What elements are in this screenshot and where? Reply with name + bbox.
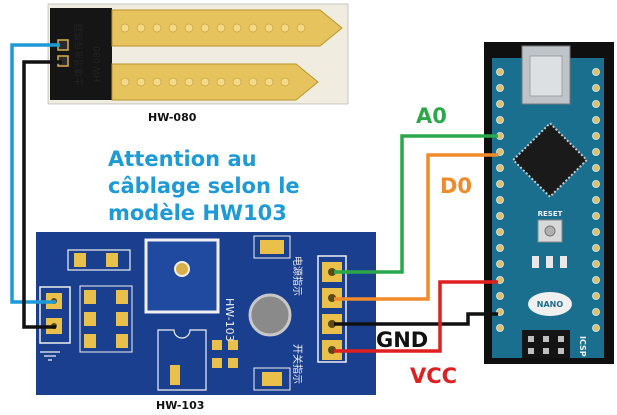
probe-pad <box>248 23 258 33</box>
probe-pad <box>152 77 162 87</box>
nano-pin <box>496 228 504 236</box>
nano-pin <box>496 324 504 332</box>
arduino-nano: RESET NANO ICSP <box>484 42 614 364</box>
probe-tine-top <box>111 9 343 47</box>
wire-probe-blue <box>10 43 60 304</box>
hw080-probe: 土壤湿度传感器 HW-080 <box>47 3 349 105</box>
nano-pin <box>496 308 504 316</box>
probe-pad <box>216 23 226 33</box>
probe-pad <box>184 23 194 33</box>
nano-pin <box>496 100 504 108</box>
mounting-hole <box>248 293 292 337</box>
nano-pin <box>592 180 600 188</box>
nano-pin <box>496 68 504 76</box>
probe-pad <box>168 77 178 87</box>
probe-pad <box>184 77 194 87</box>
probe-pad <box>136 23 146 33</box>
probe-pad <box>232 77 242 87</box>
nano-pin <box>496 180 504 188</box>
nano-pin <box>496 196 504 204</box>
nano-pin <box>496 84 504 92</box>
label-d0: D0 <box>440 174 473 198</box>
probe-pad <box>296 23 306 33</box>
nano-pin <box>592 276 600 284</box>
label-vcc: VCC <box>410 364 458 388</box>
warning-note: Attention au câblage selon le modèle HW1… <box>108 146 300 227</box>
nano-pin <box>496 276 504 284</box>
nano-pin <box>496 164 504 172</box>
module-caption: HW-103 <box>156 399 205 412</box>
probe-pad <box>248 77 258 87</box>
module-chinese-label-2: 开关指示 <box>291 344 304 384</box>
nano-logo <box>528 292 572 316</box>
nano-pin <box>592 164 600 172</box>
probe-pad <box>120 23 130 33</box>
probe-chinese-label: 土壤湿度传感器 <box>73 23 85 86</box>
nano-logo-text: NANO <box>537 300 564 309</box>
probe-pad <box>216 77 226 87</box>
nano-pin <box>592 260 600 268</box>
nano-pin <box>496 292 504 300</box>
wire-d0 <box>334 153 498 301</box>
nano-pin <box>496 212 504 220</box>
wire-vcc <box>334 280 498 353</box>
probe-pad <box>120 77 130 87</box>
probe-pad <box>280 23 290 33</box>
probe-header <box>50 8 112 100</box>
warning-note-line-3: modèle HW103 <box>108 201 287 225</box>
nano-pin <box>592 308 600 316</box>
warning-note-line-2: câblage selon le <box>108 174 300 198</box>
nano-pin <box>592 116 600 124</box>
warning-note-line-1: Attention au <box>108 147 257 171</box>
probe-pad <box>200 77 210 87</box>
label-a0: A0 <box>416 104 447 128</box>
probe-pad <box>280 77 290 87</box>
nano-pin <box>592 196 600 204</box>
nano-pin <box>592 212 600 220</box>
nano-pin <box>592 324 600 332</box>
nano-pin <box>592 244 600 252</box>
hw103-module: HW-103 电源指示 开关指示 <box>36 232 376 395</box>
probe-pad <box>232 23 242 33</box>
wire-a0 <box>334 134 498 274</box>
reset-label: RESET <box>538 210 563 218</box>
output-header <box>317 255 347 363</box>
wire-gnd <box>334 312 498 326</box>
module-model-label: HW-103 <box>223 298 236 342</box>
module-chinese-label-1: 电源指示 <box>291 256 304 296</box>
probe-pad <box>200 23 210 33</box>
probe-pad <box>136 77 146 87</box>
label-gnd: GND <box>376 328 429 352</box>
nano-pin <box>496 260 504 268</box>
nano-pin <box>592 292 600 300</box>
nano-pin <box>592 84 600 92</box>
nano-pin <box>592 148 600 156</box>
nano-pin <box>592 100 600 108</box>
wire-probe-black <box>22 60 62 329</box>
probe-pad <box>168 23 178 33</box>
probe-tine-bottom <box>111 63 319 101</box>
nano-pin <box>496 148 504 156</box>
nano-pin <box>496 116 504 124</box>
nano-pin <box>496 244 504 252</box>
probe-caption: HW-080 <box>148 111 197 124</box>
wires <box>10 43 498 353</box>
probe-model-label: HW-080 <box>93 46 103 82</box>
nano-pin <box>592 132 600 140</box>
mcu-chip <box>511 121 589 199</box>
probe-pad <box>264 23 274 33</box>
probe-pad <box>264 77 274 87</box>
probe-pad <box>152 23 162 33</box>
nano-pin <box>592 228 600 236</box>
icsp-label: ICSP <box>578 336 587 357</box>
nano-pin <box>592 68 600 76</box>
